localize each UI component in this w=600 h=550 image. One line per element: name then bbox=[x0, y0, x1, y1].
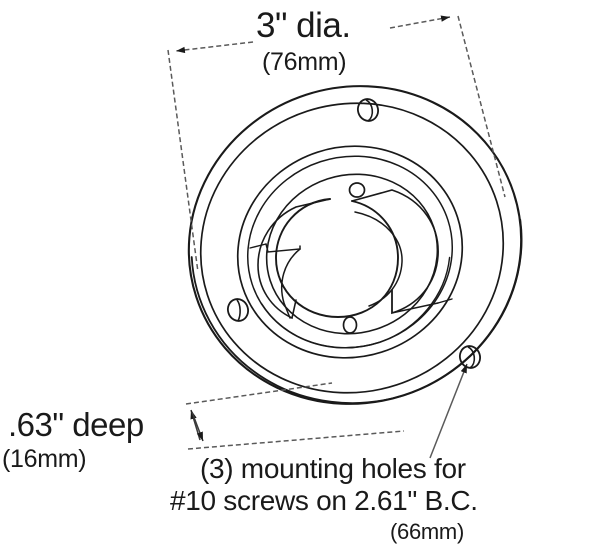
bayonet-tab-right bbox=[391, 289, 439, 314]
depth-dimension bbox=[185, 382, 405, 450]
diameter-dim-line-left bbox=[175, 41, 254, 54]
socket-bore-opening bbox=[275, 198, 399, 318]
mounting-hole-top bbox=[357, 98, 379, 122]
depth-label: .63" deep bbox=[8, 406, 144, 443]
diameter-dimension bbox=[167, 15, 506, 273]
flange-recess bbox=[236, 145, 464, 359]
recess-step-thickness bbox=[260, 256, 451, 349]
mounting-holes-label-line2: #10 screws on 2.61" B.C. bbox=[170, 485, 478, 516]
socket-left-seam bbox=[249, 243, 267, 249]
bayonet-slot-left-inner bbox=[280, 248, 301, 319]
recess-step-ring bbox=[246, 155, 454, 349]
flange-face-inner-edge bbox=[199, 102, 505, 394]
diameter-dim-line-right bbox=[389, 15, 451, 29]
mounting-hole-left bbox=[227, 298, 249, 322]
diameter-extension-left bbox=[167, 49, 199, 273]
socket-rim-ring bbox=[265, 173, 439, 335]
flange-edge-thickness bbox=[190, 218, 523, 404]
depth-dimension-arrows bbox=[190, 409, 204, 442]
mounting-holes-label-line1: (3) mounting holes for bbox=[200, 453, 466, 484]
bayonet-slot-left-outer bbox=[257, 198, 331, 320]
mounting-holes-label-metric: (66mm) bbox=[390, 519, 464, 544]
diameter-label: 3" dia. bbox=[256, 6, 351, 45]
interior-small-holes bbox=[342, 182, 366, 334]
depth-label-metric: (16mm) bbox=[2, 445, 87, 473]
mounting-hole-leader bbox=[429, 363, 468, 459]
bayonet-slot-right-inner bbox=[354, 211, 403, 307]
depth-dim-line-2 bbox=[191, 411, 204, 442]
small-hole-bottom bbox=[342, 316, 358, 334]
socket-right-seam bbox=[437, 298, 453, 304]
diameter-extension-right bbox=[457, 15, 506, 198]
flange-body bbox=[187, 85, 523, 405]
bayonet-tab-left bbox=[265, 243, 301, 253]
mounting-hole-bottom-right bbox=[459, 345, 481, 369]
small-hole-top bbox=[348, 182, 366, 198]
depth-extension-lower bbox=[187, 430, 405, 450]
recess-outer-ring bbox=[236, 145, 464, 359]
bayonet-slot-right-outer bbox=[351, 189, 439, 315]
mounting-holes bbox=[227, 98, 481, 369]
diameter-label-metric: (76mm) bbox=[262, 48, 347, 76]
leader-line bbox=[429, 363, 468, 459]
depth-extension-upper bbox=[185, 382, 333, 405]
socket-interior bbox=[249, 173, 453, 335]
